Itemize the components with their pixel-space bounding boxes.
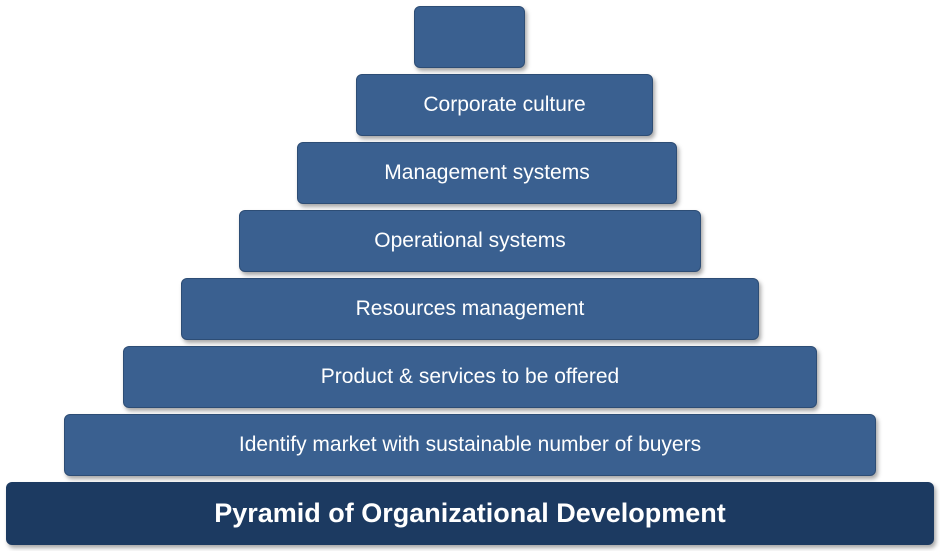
pyramid-tier-apex bbox=[414, 6, 525, 68]
pyramid-tier-operational-systems: Operational systems bbox=[239, 210, 701, 272]
tier-label: Product & services to be offered bbox=[320, 365, 620, 388]
tier-label: Corporate culture bbox=[423, 93, 586, 116]
pyramid-tier-management-systems: Management systems bbox=[297, 142, 677, 204]
pyramid-base-title: Pyramid of Organizational Development bbox=[6, 482, 934, 545]
tier-label: Management systems bbox=[384, 161, 590, 184]
pyramid-tier-resources-management: Resources management bbox=[181, 278, 759, 340]
tier-label: Operational systems bbox=[374, 229, 566, 252]
pyramid-tier-products-services: Product & services to be offered bbox=[123, 346, 817, 408]
pyramid-tier-identify-market: Identify market with sustainable number … bbox=[64, 414, 876, 476]
tier-label: Resources management bbox=[355, 297, 585, 320]
base-title-label: Pyramid of Organizational Development bbox=[214, 498, 726, 528]
pyramid-tier-corporate-culture: Corporate culture bbox=[356, 74, 653, 136]
tier-label: Identify market with sustainable number … bbox=[238, 433, 702, 456]
